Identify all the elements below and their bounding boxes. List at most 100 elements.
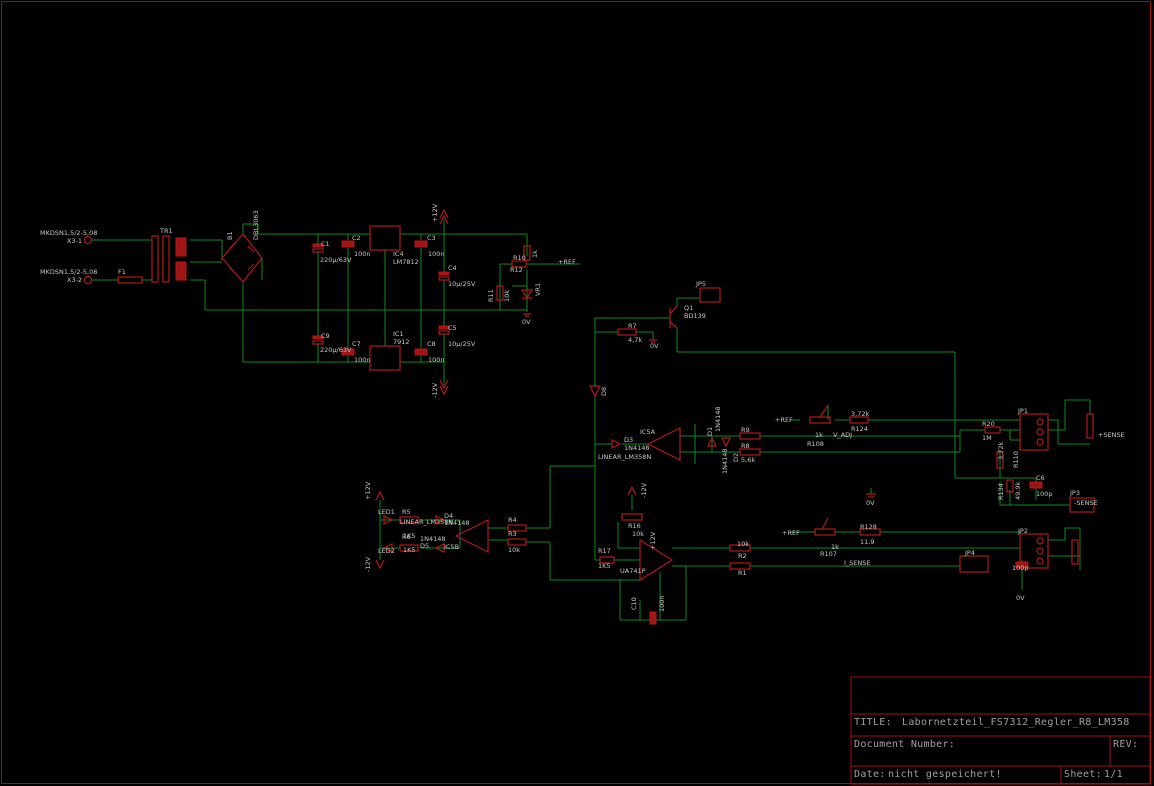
resistor-r110 (996, 451, 1004, 469)
label-r6: R6 (402, 533, 411, 541)
label-r11: R11 (487, 289, 495, 302)
label-d2: D2 (732, 453, 740, 462)
label-ic5a: IC5A (640, 428, 656, 436)
label-ref-3: +REF (782, 529, 800, 537)
resistor-r3 (507, 538, 527, 546)
label-sense-m: -SENSE (1074, 499, 1098, 507)
label-c6: C6 (1036, 474, 1045, 482)
label-r16: R16 (628, 522, 641, 530)
diode-d8 (589, 385, 601, 398)
label-vr1: VR1 (534, 283, 542, 296)
label-r9: R9 (741, 426, 750, 434)
label-0v-3: 0V (866, 499, 875, 507)
label-r10-val: 1k (531, 250, 539, 258)
label-c2: C2 (352, 234, 361, 242)
resistor-r7 (617, 328, 637, 336)
label-ref-2: +REF (775, 416, 793, 424)
label-x3-2-part: MKDSN1,5/2-5,08 (40, 268, 97, 276)
label-ic4-part: LM7812 (393, 258, 419, 266)
supply-arrow-p12v (439, 208, 449, 225)
label-b1-part: DBL3063 (252, 210, 260, 240)
label-jp3: JP3 (1069, 489, 1080, 497)
label-r7: R7 (628, 322, 637, 330)
wires (92, 220, 1091, 621)
sheet-value: 1/1 (1104, 769, 1123, 780)
label-r110: R110 (1012, 451, 1020, 468)
label-led1: LED1 (378, 508, 395, 516)
label-c10-val: 100n (658, 595, 666, 612)
supply-arrow-led-m (375, 559, 385, 570)
label-jp2: JP2 (1017, 527, 1028, 535)
resistor-r9 (739, 432, 761, 440)
label-ic1-part: 7912 (393, 338, 410, 346)
label-q1-part: BD139 (684, 312, 706, 320)
label-r128-val: 11,9 (860, 538, 874, 546)
label-c4: C4 (448, 264, 457, 272)
fuse-f1 (117, 276, 143, 284)
label-r4: R4 (508, 516, 517, 524)
led1 (383, 515, 394, 525)
resistor-r128 (859, 528, 881, 536)
label-b1: B1 (226, 231, 234, 240)
potentiometer-r16 (621, 513, 643, 521)
label-0v-4: 0V (1016, 594, 1025, 602)
label-r1: R1 (738, 569, 747, 577)
label-r20-val: 1M (982, 434, 992, 442)
supply-arrow-ic-m (627, 485, 637, 496)
label-0v-1: 0V (522, 318, 531, 326)
resistor-r8 (739, 448, 761, 456)
transistor-q1 (669, 305, 678, 329)
label-c2-val: 100n (354, 250, 371, 258)
label-ic5b: IC5B (444, 543, 459, 551)
ground-3 (866, 493, 876, 498)
connector-jp1 (1019, 413, 1049, 451)
label-d8: D8 (600, 387, 608, 396)
label-ref-1: +REF (558, 258, 576, 266)
label-c6-val: 100p (1036, 490, 1053, 498)
label-c7: C7 (352, 340, 361, 348)
label-r5-part: LINEAR_LM358N (400, 518, 453, 526)
capacitor-c5-b (438, 330, 450, 335)
label-r8-val: 5,6k (741, 456, 755, 464)
label-m12v-ic: -12V (640, 482, 648, 498)
diode-d3 (611, 439, 622, 449)
resistor-r2 (729, 544, 751, 552)
label-r134-val: 49,9k (1014, 482, 1022, 500)
label-r3: R3 (508, 530, 517, 538)
label-c9-val: 220µ/63V (320, 346, 352, 354)
label-d2-val: 1N4148 (721, 448, 729, 474)
connector-jp2 (1019, 533, 1049, 569)
label-r11-val: 10k (503, 290, 511, 302)
supply-arrow-m12v (439, 379, 449, 396)
capacitor-c9-b (312, 340, 324, 345)
connector-jp4 (959, 555, 989, 573)
label-q1: Q1 (684, 304, 693, 312)
diode-d5 (434, 543, 445, 553)
terminal-x3-2 (83, 275, 93, 285)
label-ic4: IC4 (393, 250, 404, 258)
capacitor-c2 (341, 240, 355, 248)
label-m12v-led: -12V (364, 556, 372, 572)
opamp-ic5b (454, 519, 489, 553)
label-r16-val: 10k (632, 530, 644, 538)
label-ic5a-part: LINEAR_LM358N (598, 453, 651, 461)
date-value: nicht gespeichert! (888, 769, 1002, 780)
resistor-r20 (984, 426, 1001, 434)
opamp-ic5a (646, 427, 681, 461)
label-r108-val: 1k (815, 431, 823, 439)
rectifier-b1 (221, 233, 263, 283)
symbols (83, 208, 1095, 625)
label-r124: R124 (851, 425, 868, 433)
label-r10: R10 (513, 254, 526, 262)
component-labels: MKDSN1,5/2-5,08X3-1MKDSN1,5/2-5,08X3-2F1… (40, 203, 1125, 612)
label-r107: R107 (820, 550, 837, 558)
regulator-ic1 (369, 345, 401, 371)
resistor-r5 (399, 516, 419, 524)
resistor-r17 (599, 556, 615, 564)
label-jp4: JP4 (964, 549, 975, 557)
label-c1-val: 220µ/63V (320, 256, 352, 264)
resistor-r124 (849, 416, 869, 424)
label-r107-val: 1k (831, 543, 839, 551)
